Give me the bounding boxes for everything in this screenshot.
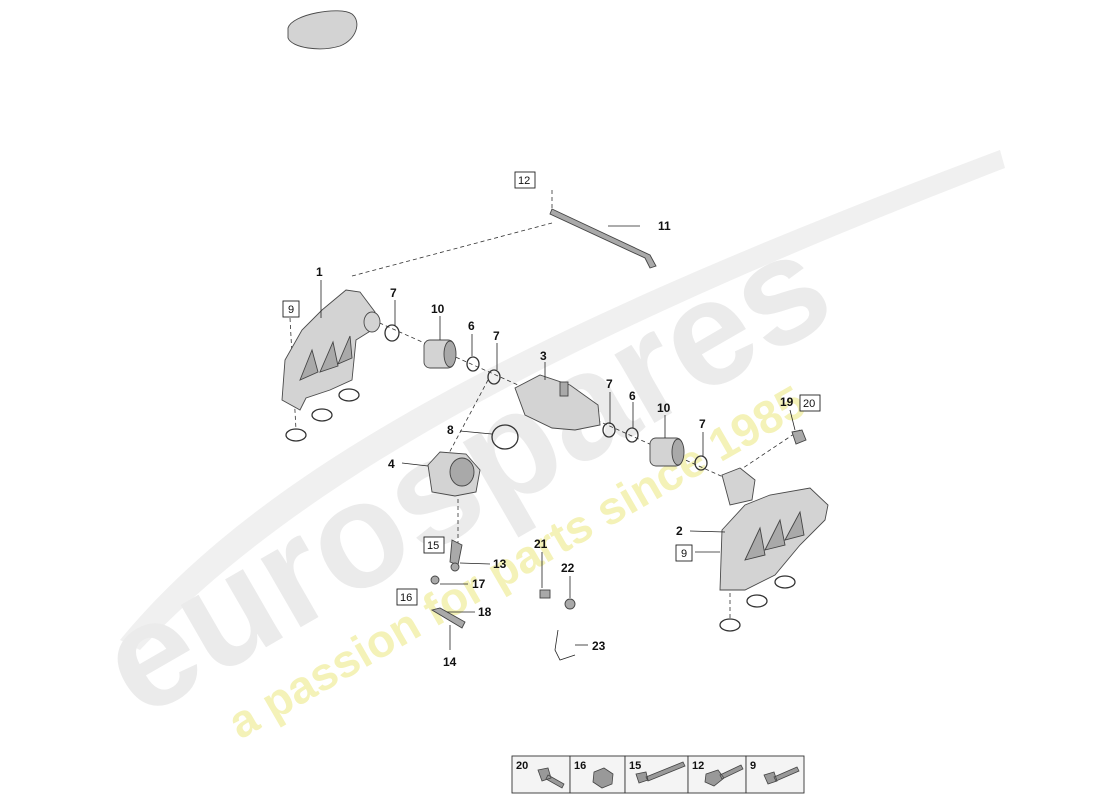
callout-10a: 10 (431, 302, 445, 316)
callout-7b: 7 (493, 329, 500, 343)
legend-cell-16: 16 (569, 755, 626, 794)
svg-text:9: 9 (750, 760, 756, 772)
watermark-swoosh (120, 150, 1005, 650)
callout-17: 17 (472, 577, 486, 591)
callout-22: 22 (561, 561, 575, 575)
leader-lines (320, 225, 796, 650)
callouts: 1 2 3 4 6 6 7 7 7 7 8 10 10 11 13 14 17 … (316, 219, 794, 669)
callout-18: 18 (478, 605, 492, 619)
rod-part (549, 208, 657, 269)
boxed-callout-9a: 9 (282, 300, 300, 318)
legend-cell-9: 9 (745, 755, 805, 794)
callout-11: 11 (658, 219, 671, 233)
callout-4: 4 (388, 457, 395, 471)
callout-10b: 10 (657, 401, 671, 415)
svg-text:9: 9 (681, 548, 687, 560)
coupling-part-left (423, 339, 457, 369)
fastener-legend: 20 16 15 12 9 (511, 755, 805, 794)
svg-text:15: 15 (629, 760, 641, 772)
callout-14: 14 (443, 655, 457, 669)
callout-6a: 6 (468, 319, 475, 333)
callout-2: 2 (676, 524, 683, 538)
legend-cell-15: 15 (624, 755, 689, 794)
bolt-icon (763, 766, 800, 785)
callout-13: 13 (493, 557, 507, 571)
bolt-icon (635, 761, 686, 784)
callout-21: 21 (534, 537, 548, 551)
svg-text:9: 9 (288, 304, 294, 316)
seal-rings (285, 324, 796, 632)
svg-text:16: 16 (574, 760, 586, 772)
legend-cell-20: 20 (511, 755, 571, 794)
coupling-part-right (649, 437, 685, 467)
svg-text:20: 20 (803, 398, 815, 410)
engine-cover-part (287, 10, 358, 50)
callout-7c: 7 (606, 377, 613, 391)
svg-text:12: 12 (692, 760, 704, 772)
small-hardware (430, 429, 807, 661)
distributor-part (514, 374, 601, 431)
svg-text:15: 15 (427, 540, 439, 552)
callout-6b: 6 (629, 389, 636, 403)
svg-text:20: 20 (516, 760, 528, 772)
intake-manifold-left-part (281, 289, 381, 411)
svg-text:16: 16 (400, 592, 412, 604)
callout-23: 23 (592, 639, 606, 653)
svg-text:12: 12 (518, 175, 530, 187)
bolt-icon (537, 767, 565, 789)
bolt-icon (704, 764, 744, 787)
watermark: eurospares a passion for parts since 198… (72, 150, 1005, 749)
boxed-callout-9b: 9 (675, 544, 693, 562)
intake-manifold-right-part (719, 467, 829, 591)
throttle-body-part (427, 451, 481, 497)
legend-cell-12: 12 (687, 755, 747, 794)
callout-7a: 7 (390, 286, 397, 300)
boxed-callout-12: 12 (514, 171, 536, 189)
callout-7d: 7 (699, 417, 706, 431)
callout-8: 8 (447, 423, 454, 437)
boxed-callout-15: 15 (423, 536, 445, 554)
callout-3: 3 (540, 349, 547, 363)
boxed-callouts: 9 9 12 15 16 20 (282, 171, 821, 606)
callout-1: 1 (316, 265, 323, 279)
nut-icon (592, 767, 614, 789)
boxed-callout-16: 16 (396, 588, 418, 606)
boxed-callout-20: 20 (799, 394, 821, 412)
callout-19: 19 (780, 395, 794, 409)
